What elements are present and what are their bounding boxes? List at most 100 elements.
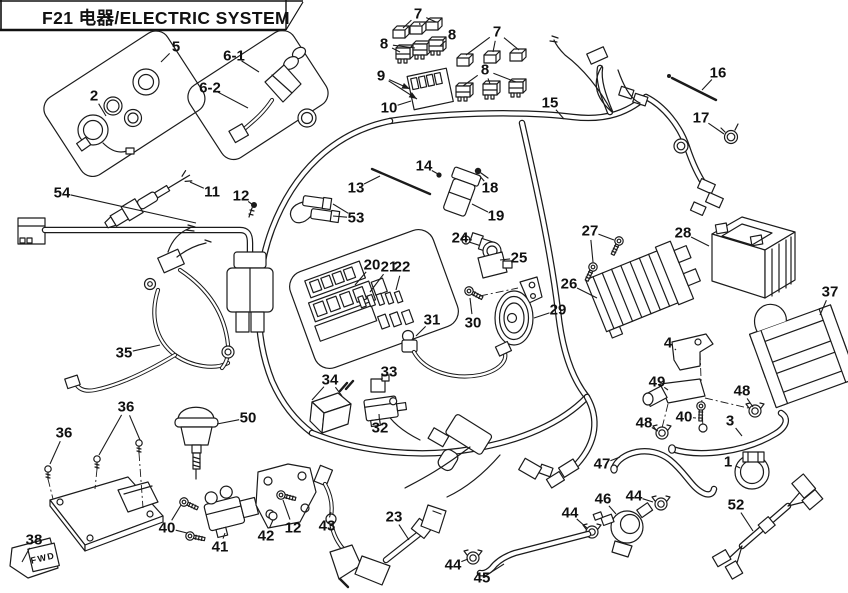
leader-line xyxy=(468,238,473,241)
part-number-label-40: 40 xyxy=(676,409,693,426)
key-switch-panel-drawing xyxy=(187,29,329,161)
leader-line xyxy=(819,300,827,316)
leader-line xyxy=(576,287,598,299)
part-number-label-41: 41 xyxy=(212,539,229,556)
leader-arrowhead xyxy=(408,92,417,99)
leader-line xyxy=(98,414,123,456)
part-number-label-44: 44 xyxy=(562,505,579,522)
leader-line xyxy=(392,44,416,49)
plug-wire-23-drawing xyxy=(354,504,447,586)
clamp-44-c-drawing xyxy=(651,495,671,511)
part-number-label-47: 47 xyxy=(594,456,611,473)
leader-line xyxy=(487,78,491,85)
part-number-label-6-2: 6-2 xyxy=(199,80,221,97)
part-number-label-12: 12 xyxy=(233,188,250,205)
leader-line xyxy=(492,40,496,53)
part-number-label-2: 2 xyxy=(90,88,98,105)
leader-line xyxy=(651,426,659,432)
part-number-label-43: 43 xyxy=(319,518,336,535)
leader-line xyxy=(269,519,274,528)
relay-33-drawing xyxy=(370,374,390,393)
part-number-label-40: 40 xyxy=(159,520,176,537)
part-number-label-30: 30 xyxy=(465,315,482,332)
leader-line xyxy=(471,203,489,213)
leader-line xyxy=(461,558,469,563)
leader-line xyxy=(402,19,412,29)
buzzer-50-drawing xyxy=(174,406,219,480)
leader-line xyxy=(740,512,754,532)
sensor-holder-49-drawing xyxy=(642,378,749,433)
bolts-40-left-drawing xyxy=(177,495,207,544)
flasher-relay-19-drawing xyxy=(443,166,482,217)
part-number-label-8: 8 xyxy=(380,36,388,53)
part-number-label-35: 35 xyxy=(116,345,133,362)
power-socket-panel-drawing xyxy=(43,30,206,178)
leader-line xyxy=(332,203,349,214)
part-number-label-11: 11 xyxy=(204,184,220,201)
relay-group-right-drawing xyxy=(455,48,527,102)
wire-clamp-17-drawing xyxy=(720,123,739,145)
cable-52-drawing xyxy=(711,473,824,580)
hose-45-drawing xyxy=(476,530,592,577)
leader-line xyxy=(395,275,401,291)
part-number-label-54: 54 xyxy=(54,185,71,202)
leader-line xyxy=(499,258,511,261)
fwd-wedge-drawing: FWD xyxy=(9,537,60,579)
leader-line xyxy=(469,297,473,315)
leader-line xyxy=(311,386,325,401)
bolt-30-drawing xyxy=(462,284,519,303)
leader-line xyxy=(398,524,410,541)
relay-34-drawing xyxy=(309,379,355,434)
title-block-border xyxy=(0,0,304,32)
leader-line xyxy=(426,17,437,23)
leader-line xyxy=(216,419,240,425)
connector-block-drawing xyxy=(289,228,459,370)
part-number-label-46: 46 xyxy=(595,491,612,508)
battery-drawing xyxy=(711,216,796,299)
part-number-label-21: 21 xyxy=(381,259,398,276)
leader-line xyxy=(598,233,615,241)
part-number-label-10: 10 xyxy=(381,100,398,117)
part-number-label-52: 52 xyxy=(728,497,745,514)
leader-line xyxy=(397,100,412,106)
part-number-label-17: 17 xyxy=(693,110,710,127)
part-number-label-32: 32 xyxy=(372,420,389,437)
relay-fuse-group-left-drawing xyxy=(392,17,454,111)
part-number-label-12: 12 xyxy=(285,520,302,537)
leader-line xyxy=(701,79,713,91)
leader-line xyxy=(369,273,384,293)
leader-line xyxy=(533,312,550,319)
sensor-ring-1-drawing xyxy=(734,451,770,490)
part-number-label-3: 3 xyxy=(726,413,734,430)
plug-cap-43-drawing xyxy=(313,464,362,589)
part-number-label-29: 29 xyxy=(550,302,567,319)
leader-line xyxy=(129,415,141,441)
part-number-label-50: 50 xyxy=(240,410,257,427)
leader-line xyxy=(503,37,520,51)
part-number-label-1: 1 xyxy=(724,454,732,471)
leader-line xyxy=(391,47,401,53)
leader-line xyxy=(610,456,621,462)
leader-line xyxy=(555,109,565,120)
leader-line xyxy=(380,377,384,381)
part-number-label-42: 42 xyxy=(258,528,275,545)
leader-line xyxy=(462,74,479,87)
part-number-label-34: 34 xyxy=(322,372,339,389)
leader-line xyxy=(354,271,367,286)
part-number-label-33: 33 xyxy=(381,364,398,381)
part-number-label-45: 45 xyxy=(474,570,491,587)
part-number-label-48: 48 xyxy=(636,415,653,432)
ecu-plate-drawing xyxy=(44,439,164,552)
cable-tie-drawing xyxy=(667,74,718,102)
part-number-label-48: 48 xyxy=(734,383,751,400)
spark-plug-drawing xyxy=(104,169,193,229)
part-number-label-7: 7 xyxy=(414,6,422,23)
leader-line xyxy=(493,72,517,83)
leader-line xyxy=(175,529,188,534)
part-number-label-5: 5 xyxy=(172,39,180,56)
part-number-label-44: 44 xyxy=(626,488,643,505)
starter-relay-32-drawing xyxy=(363,395,408,428)
leader-line xyxy=(160,52,171,63)
leader-line xyxy=(663,386,669,391)
